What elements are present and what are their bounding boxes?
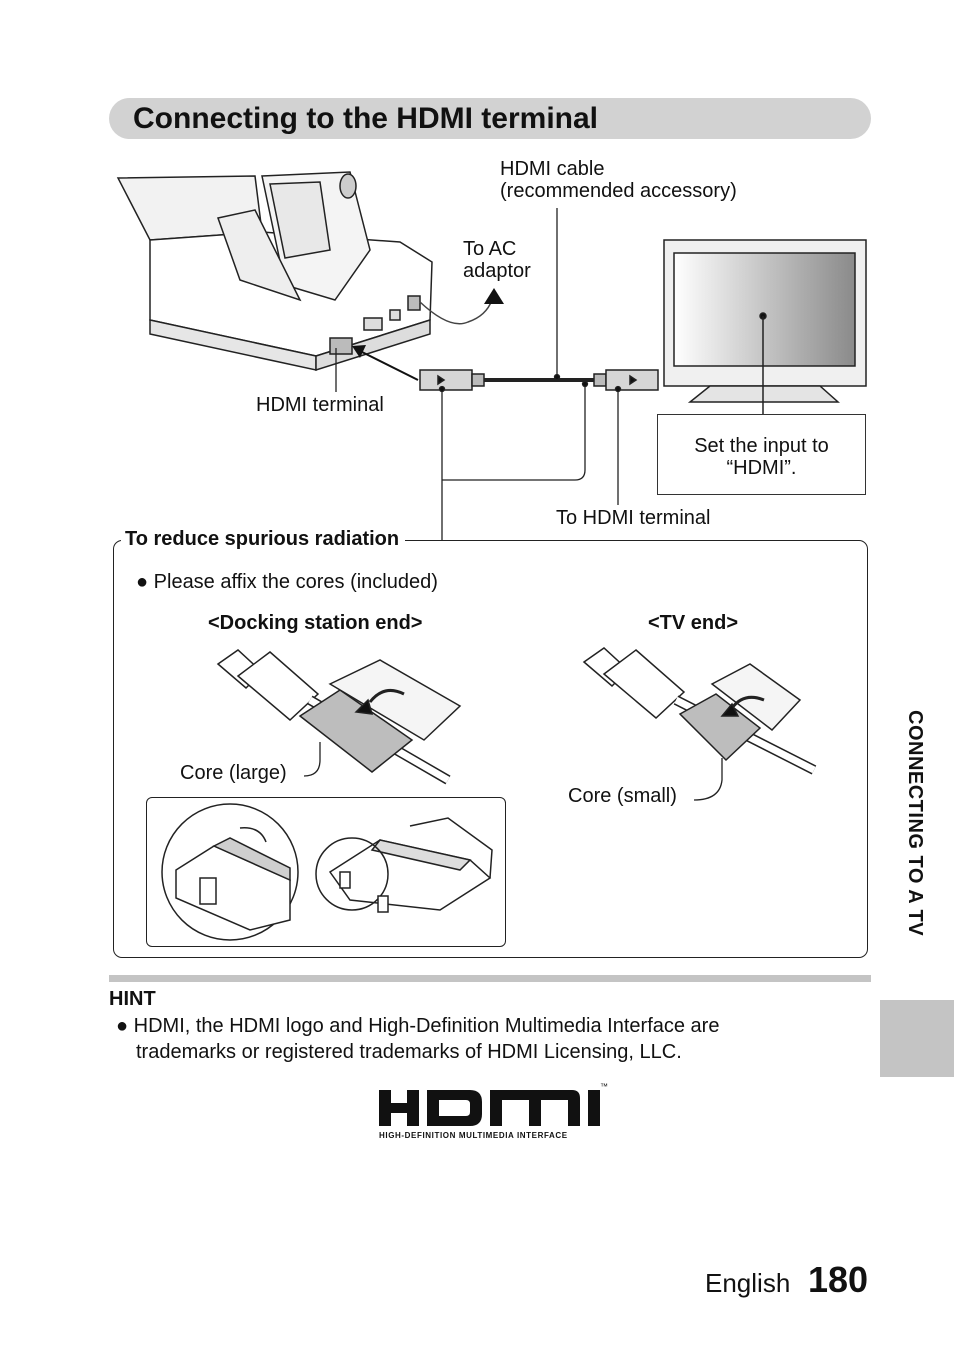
radiation-box — [113, 540, 868, 958]
hint-line2: trademarks or registered trademarks of H… — [136, 1041, 682, 1063]
hdmi-terminal-label: HDMI terminal — [256, 394, 384, 416]
hdmi-cable-illustration — [419, 369, 659, 391]
page-title: Connecting to the HDMI terminal — [133, 102, 598, 135]
logo-subtitle: HIGH-DEFINITION MULTIMEDIA INTERFACE — [379, 1131, 568, 1140]
footer-language: English — [705, 1268, 791, 1298]
set-input-line2: “HDMI”. — [726, 457, 797, 479]
tv-end-heading: <TV end> — [648, 612, 739, 634]
core-small-illustration — [582, 647, 817, 775]
tv-illustration — [663, 239, 867, 414]
radiation-title: To reduce spurious radiation — [121, 527, 406, 551]
core-detail-illustration — [161, 803, 493, 941]
hdmi-cable-label: HDMI cable — [500, 158, 605, 180]
docking-end-heading: <Docking station end> — [208, 612, 423, 634]
side-tab-marker — [880, 1000, 954, 1077]
radiation-bullet: ● Please affix the cores (included) — [136, 571, 438, 593]
radiation-bullet-text: Please affix the cores (included) — [153, 571, 438, 593]
ac-arrow-icon — [484, 288, 504, 304]
title-bar — [109, 98, 871, 139]
bullet-icon: ● — [116, 1015, 129, 1037]
core-small-label: Core (small) — [568, 785, 677, 807]
hdmi-cable-sublabel: (recommended accessory) — [500, 180, 737, 202]
page-number: 180 — [808, 1259, 869, 1300]
logo-tm: ™ — [600, 1082, 608, 1091]
bullet-icon: ● — [136, 571, 149, 593]
hint-line1: HDMI, the HDMI logo and High-Definition … — [133, 1015, 720, 1037]
core-large-illustration — [216, 649, 462, 785]
hint-body: ● HDMI, the HDMI logo and High-Definitio… — [116, 1013, 719, 1065]
set-input-callout: Set the input to “HDMI”. — [657, 414, 866, 495]
side-tab-label: CONNECTING TO A TV — [904, 710, 926, 937]
set-input-line1: Set the input to — [694, 435, 829, 457]
to-ac-sublabel: adaptor — [463, 260, 531, 282]
hint-divider — [109, 975, 871, 982]
to-hdmi-terminal-label: To HDMI terminal — [556, 507, 711, 529]
to-ac-label: To AC — [463, 238, 517, 260]
terminal-arrow-icon — [352, 345, 366, 358]
core-large-label: Core (large) — [180, 762, 287, 784]
hint-title: HINT — [109, 988, 156, 1010]
core-detail-inset — [146, 797, 506, 947]
docking-station-illustration — [116, 171, 493, 372]
